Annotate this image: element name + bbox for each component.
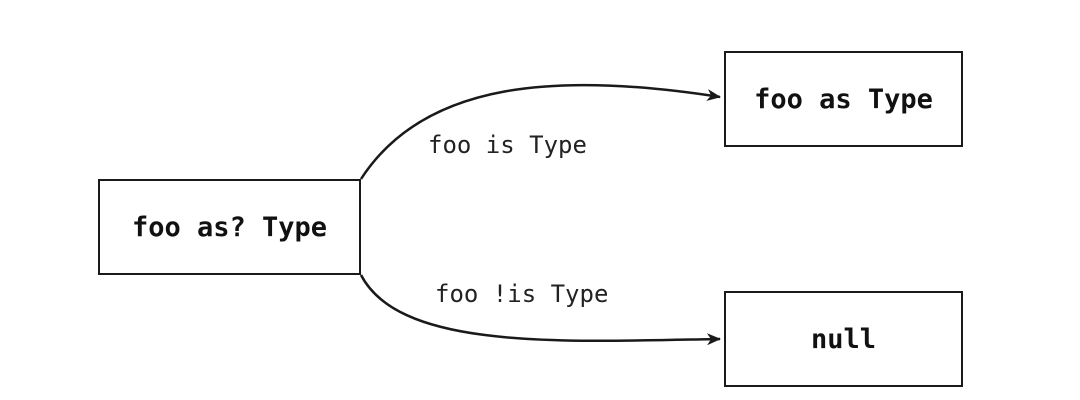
node-null-label: null bbox=[810, 323, 877, 355]
node-source-label: foo as? Type bbox=[131, 211, 328, 243]
node-null-result: null bbox=[724, 291, 963, 387]
edge-is-type-arrow bbox=[359, 83, 721, 180]
node-cast-label: foo as Type bbox=[754, 83, 933, 115]
node-cast-result: foo as Type bbox=[724, 51, 963, 147]
edge-label-not-is-type: foo !is Type bbox=[435, 280, 609, 308]
edge-not-is-type-arrow bbox=[359, 274, 721, 346]
edge-label-is-type: foo is Type bbox=[428, 131, 587, 159]
node-source-safe-cast: foo as? Type bbox=[98, 179, 361, 275]
